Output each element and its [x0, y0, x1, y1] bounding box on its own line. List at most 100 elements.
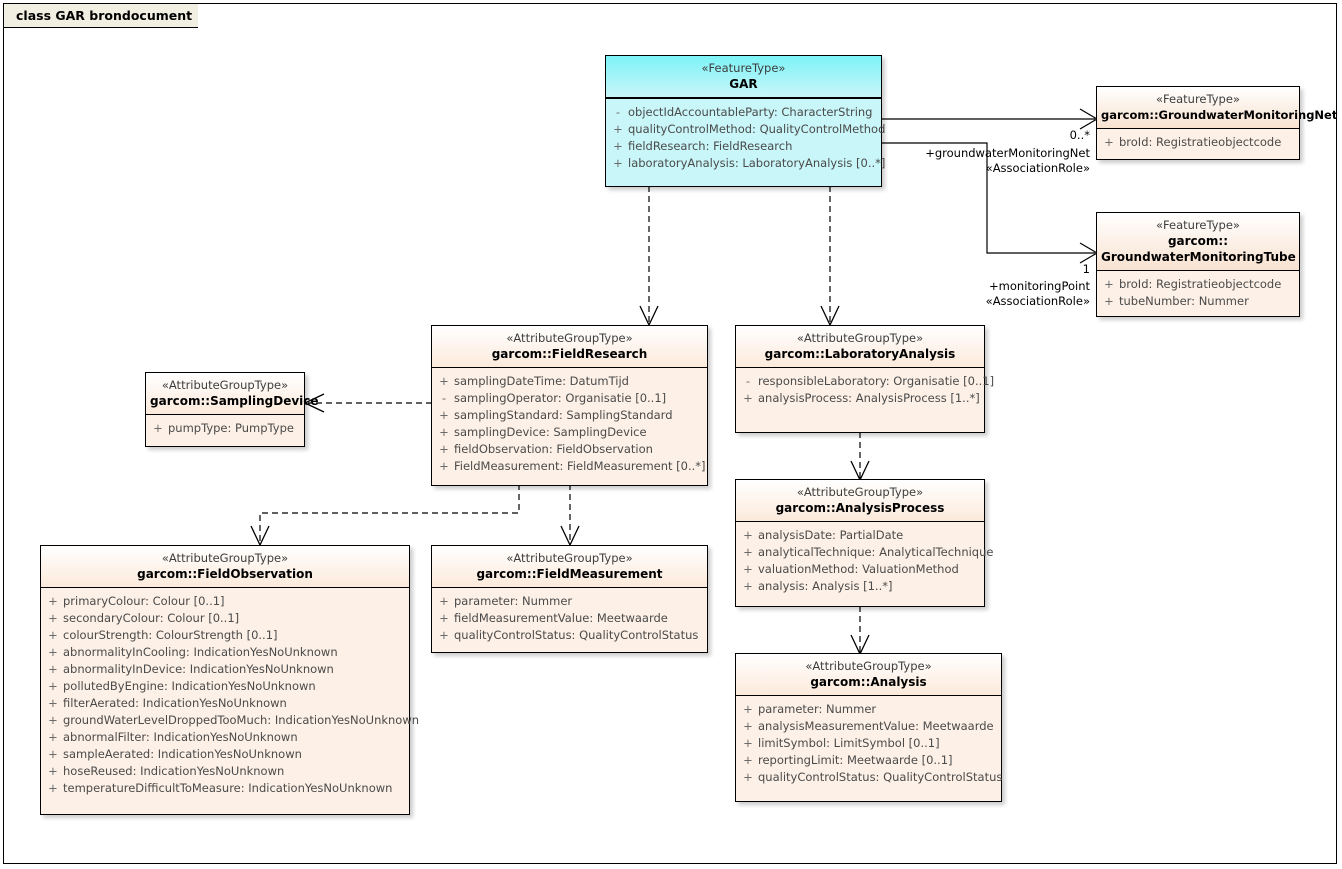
connector-field-research-to-field-observation — [245, 484, 545, 549]
signature: fieldResearch: FieldResearch — [628, 139, 793, 153]
visibility: + — [613, 139, 623, 153]
attribute-row: + fieldResearch: FieldResearch — [608, 138, 879, 155]
class-field-research[interactable]: «AttributeGroupType» garcom::FieldResear… — [431, 325, 708, 486]
signature: samplingStandard: SamplingStandard — [454, 408, 673, 422]
attribute-row: + analyticalTechnique: AnalyticalTechniq… — [738, 544, 993, 561]
signature: hoseReused: IndicationYesNoUnknown — [63, 764, 285, 778]
signature: abnormalityInDevice: IndicationYesNoUnkn… — [63, 662, 334, 676]
visibility: + — [48, 713, 58, 727]
role-name-text: +monitoringPoint — [989, 279, 1090, 293]
signature: samplingOperator: Organisatie [0..1] — [454, 391, 667, 405]
class-groundwater-monitoring-tube-attributes: + broId: Registratieobjectcode + tubeNum… — [1097, 271, 1299, 316]
visibility: + — [743, 736, 753, 750]
attribute-row: + analysis: Analysis [1..*] — [738, 578, 982, 595]
visibility: + — [439, 628, 449, 642]
role-stereotype-text: «AssociationRole» — [985, 161, 1090, 175]
signature: temperatureDifficultToMeasure: Indicatio… — [63, 781, 393, 795]
class-field-research-header: «AttributeGroupType» garcom::FieldResear… — [432, 326, 707, 368]
class-name-line2: GroundwaterMonitoringTube — [1101, 250, 1296, 264]
attribute-row: + laboratoryAnalysis: LaboratoryAnalysis… — [608, 155, 885, 172]
class-name: garcom::SamplingDevice — [150, 394, 319, 408]
class-name: garcom::FieldResearch — [491, 347, 648, 361]
attribute-row: + samplingStandard: SamplingStandard — [434, 407, 705, 424]
class-analysis-process[interactable]: «AttributeGroupType» garcom::AnalysisPro… — [735, 479, 993, 607]
class-analysis-header: «AttributeGroupType» garcom::Analysis — [736, 654, 1001, 696]
role-name-text: +groundwaterMonitoringNet — [925, 146, 1090, 160]
class-laboratory-analysis-header: «AttributeGroupType» garcom::LaboratoryA… — [736, 326, 984, 368]
class-stereotype: «AttributeGroupType» — [796, 485, 924, 499]
class-analysis[interactable]: «AttributeGroupType» garcom::Analysis + … — [735, 653, 1002, 802]
class-laboratory-analysis[interactable]: «AttributeGroupType» garcom::LaboratoryA… — [735, 325, 994, 433]
visibility: + — [439, 611, 449, 625]
attribute-row: + secondaryColour: Colour [0..1] — [43, 610, 407, 627]
class-field-measurement-attributes: + parameter: Nummer + fieldMeasurementVa… — [432, 588, 707, 650]
visibility: + — [743, 753, 753, 767]
visibility: + — [439, 425, 449, 439]
attribute-row: + limitSymbol: LimitSymbol [0..1] — [738, 735, 999, 752]
class-field-measurement[interactable]: «AttributeGroupType» garcom::FieldMeasur… — [431, 545, 708, 653]
attribute-row: + valuationMethod: ValuationMethod — [738, 561, 982, 578]
class-gar[interactable]: «FeatureType» GAR - objectIdAccountableP… — [605, 55, 885, 187]
signature: qualityControlStatus: QualityControlStat… — [454, 628, 699, 642]
signature: pumpType: PumpType — [168, 421, 294, 435]
signature: parameter: Nummer — [758, 702, 877, 716]
visibility: + — [1104, 135, 1114, 149]
visibility: + — [743, 579, 753, 593]
attribute-row: + groundWaterLevelDroppedTooMuch: Indica… — [43, 712, 419, 729]
visibility: + — [48, 611, 58, 625]
attribute-row: + primaryColour: Colour [0..1] — [43, 593, 407, 610]
attribute-row: + broId: Registratieobjectcode — [1099, 276, 1297, 293]
frame-title-text: class GAR brondocument — [16, 8, 193, 23]
visibility: + — [439, 594, 449, 608]
signature: objectIdAccountableParty: CharacterStrin… — [628, 105, 873, 119]
class-stereotype: «FeatureType» — [1156, 218, 1240, 232]
attribute-row: + analysisProcess: AnalysisProcess [1..*… — [738, 390, 982, 407]
attribute-row: + FieldMeasurement: FieldMeasurement [0.… — [434, 458, 705, 475]
signature: colourStrength: ColourStrength [0..1] — [63, 628, 278, 642]
class-sampling-device[interactable]: «AttributeGroupType» garcom::SamplingDev… — [145, 372, 319, 447]
connector-gar-to-field-research — [635, 186, 665, 328]
visibility: + — [48, 645, 58, 659]
class-field-observation[interactable]: «AttributeGroupType» garcom::FieldObserv… — [40, 545, 419, 815]
class-sampling-device-header: «AttributeGroupType» garcom::SamplingDev… — [146, 373, 319, 415]
attribute-row: + pollutedByEngine: IndicationYesNoUnkno… — [43, 678, 407, 695]
class-name: garcom::GroundwaterMonitoringNet — [1101, 108, 1338, 122]
signature: secondaryColour: Colour [0..1] — [63, 611, 240, 625]
class-stereotype: «AttributeGroupType» — [161, 551, 289, 565]
signature: broId: Registratieobjectcode — [1119, 135, 1282, 149]
visibility: + — [153, 421, 163, 435]
class-groundwater-monitoring-net[interactable]: «FeatureType» garcom::GroundwaterMonitor… — [1096, 86, 1338, 160]
class-stereotype: «AttributeGroupType» — [161, 378, 289, 392]
edge-multiplicity-net: 0..* — [980, 128, 1090, 143]
signature: analysisMeasurementValue: Meetwaarde — [758, 719, 994, 733]
signature: groundWaterLevelDroppedTooMuch: Indicati… — [63, 713, 420, 727]
connector-field-research-to-sampling-device — [300, 389, 440, 417]
attribute-row: - samplingOperator: Organisatie [0..1] — [434, 390, 705, 407]
attribute-row: + reportingLimit: Meetwaarde [0..1] — [738, 752, 999, 769]
signature: valuationMethod: ValuationMethod — [758, 562, 959, 576]
signature: tubeNumber: Nummer — [1119, 294, 1249, 308]
attribute-row: + parameter: Nummer — [738, 701, 999, 718]
visibility: + — [439, 442, 449, 456]
signature: analyticalTechnique: AnalyticalTechnique — [758, 545, 994, 559]
attribute-row: + sampleAerated: IndicationYesNoUnknown — [43, 746, 407, 763]
class-sampling-device-attributes: + pumpType: PumpType — [146, 415, 304, 443]
edge-role-tube: +monitoringPoint «AssociationRole» — [830, 279, 1090, 309]
attribute-row: + filterAerated: IndicationYesNoUnknown — [43, 695, 407, 712]
class-groundwater-monitoring-tube[interactable]: «FeatureType» garcom:: GroundwaterMonito… — [1096, 212, 1300, 317]
class-gar-header: «FeatureType» GAR — [606, 56, 881, 99]
connector-laboratory-analysis-to-analysis-process — [846, 432, 876, 484]
class-name: garcom::FieldMeasurement — [476, 567, 663, 581]
class-stereotype: «AttributeGroupType» — [805, 659, 932, 673]
signature: pollutedByEngine: IndicationYesNoUnknown — [63, 679, 316, 693]
attribute-row: + abnormalityInDevice: IndicationYesNoUn… — [43, 661, 407, 678]
visibility: + — [48, 679, 58, 693]
visibility: + — [743, 528, 753, 542]
attribute-row: + qualityControlStatus: QualityControlSt… — [738, 769, 1002, 786]
edge-role-net: +groundwaterMonitoringNet «AssociationRo… — [830, 146, 1090, 176]
class-stereotype: «AttributeGroupType» — [506, 551, 633, 565]
class-gar-attributes: - objectIdAccountableParty: CharacterStr… — [606, 99, 885, 178]
attribute-row: + pumpType: PumpType — [148, 420, 302, 437]
class-analysis-process-attributes: + analysisDate: PartialDate + analytical… — [736, 522, 993, 601]
